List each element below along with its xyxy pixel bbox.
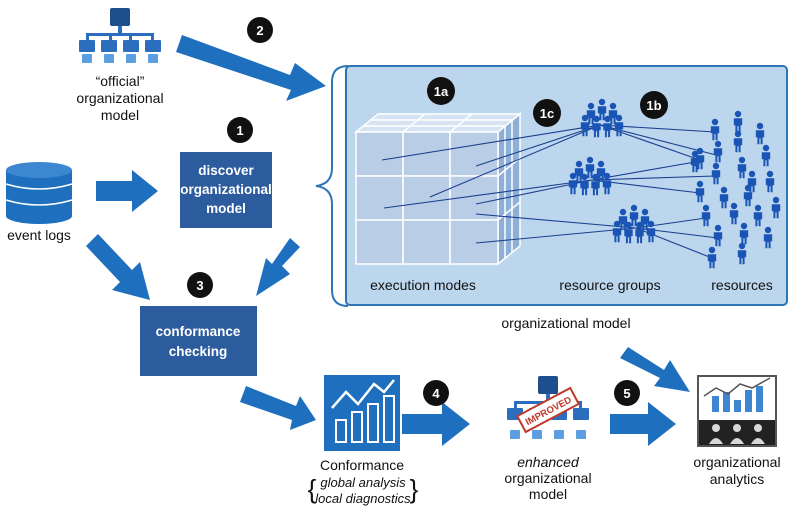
resource-groups-label: resource groups <box>559 277 660 293</box>
badge-1a-text: 1a <box>434 84 449 99</box>
database-icon <box>5 162 73 224</box>
badge-5 <box>614 380 640 406</box>
analytics-icon <box>697 375 777 447</box>
arrow-conformance-to-chart <box>240 386 316 430</box>
official-label-line3: model <box>101 107 139 123</box>
conformance-checking-box <box>140 306 257 376</box>
discover-line3: model <box>206 201 246 216</box>
cube-icon <box>353 112 523 266</box>
badge-3 <box>187 272 213 298</box>
org-model-caption: organizational model <box>501 315 630 331</box>
badge-1b-text: 1b <box>646 98 661 113</box>
badge-1c-text: 1c <box>540 106 554 121</box>
brace-left-glyph: { <box>308 474 317 504</box>
brace-right-glyph: } <box>410 474 419 504</box>
arrow-panel-to-analytics <box>620 347 690 392</box>
panel-brace <box>315 65 349 307</box>
enhanced-line1: enhanced <box>517 454 580 470</box>
discover-line2: organizational <box>180 182 272 197</box>
official-label-line2: organizational <box>76 90 163 106</box>
conformance-checking-line2: checking <box>169 344 228 359</box>
badge-4-text: 4 <box>432 386 440 401</box>
arrow-events-to-conformance <box>86 234 150 300</box>
arrow-panel-to-conformance <box>256 238 300 296</box>
discover-box <box>180 152 272 228</box>
analytics-line2: analytics <box>710 471 764 487</box>
arrow-events-to-discover <box>96 170 158 212</box>
arrow-5 <box>610 402 676 446</box>
execution-modes-label: execution modes <box>370 277 476 293</box>
badge-3-text: 3 <box>196 278 203 293</box>
badge-1c <box>533 99 561 127</box>
badge-1 <box>227 117 253 143</box>
arrow-4 <box>402 402 470 446</box>
badge-2 <box>247 17 273 43</box>
step-badges: 2 1 3 4 5 1a 1c 1b <box>187 17 668 406</box>
badge-1a <box>427 77 455 105</box>
conformance-checking-line1: conformance <box>156 324 241 339</box>
badge-1b <box>640 91 668 119</box>
chart-icon <box>324 375 400 451</box>
official-label-line1: “official” <box>96 73 145 89</box>
arrow-2 <box>176 35 326 101</box>
conformance-local-diagnostics: local diagnostics <box>315 491 411 506</box>
official-org-chart-icon <box>79 8 161 63</box>
event-logs-label: event logs <box>7 227 71 243</box>
badge-1-text: 1 <box>236 123 243 138</box>
enhanced-line2: organizational <box>504 470 591 486</box>
analytics-line1: organizational <box>693 454 780 470</box>
badge-4 <box>423 380 449 406</box>
flow-arrows <box>86 35 690 446</box>
badge-5-text: 5 <box>623 386 630 401</box>
enhanced-line3: model <box>529 486 567 502</box>
discover-line1: discover <box>198 163 254 178</box>
conformance-global-analysis: global analysis <box>320 475 406 490</box>
badge-2-text: 2 <box>256 23 263 38</box>
resources-label: resources <box>711 277 772 293</box>
conformance-out-title: Conformance <box>320 457 404 473</box>
